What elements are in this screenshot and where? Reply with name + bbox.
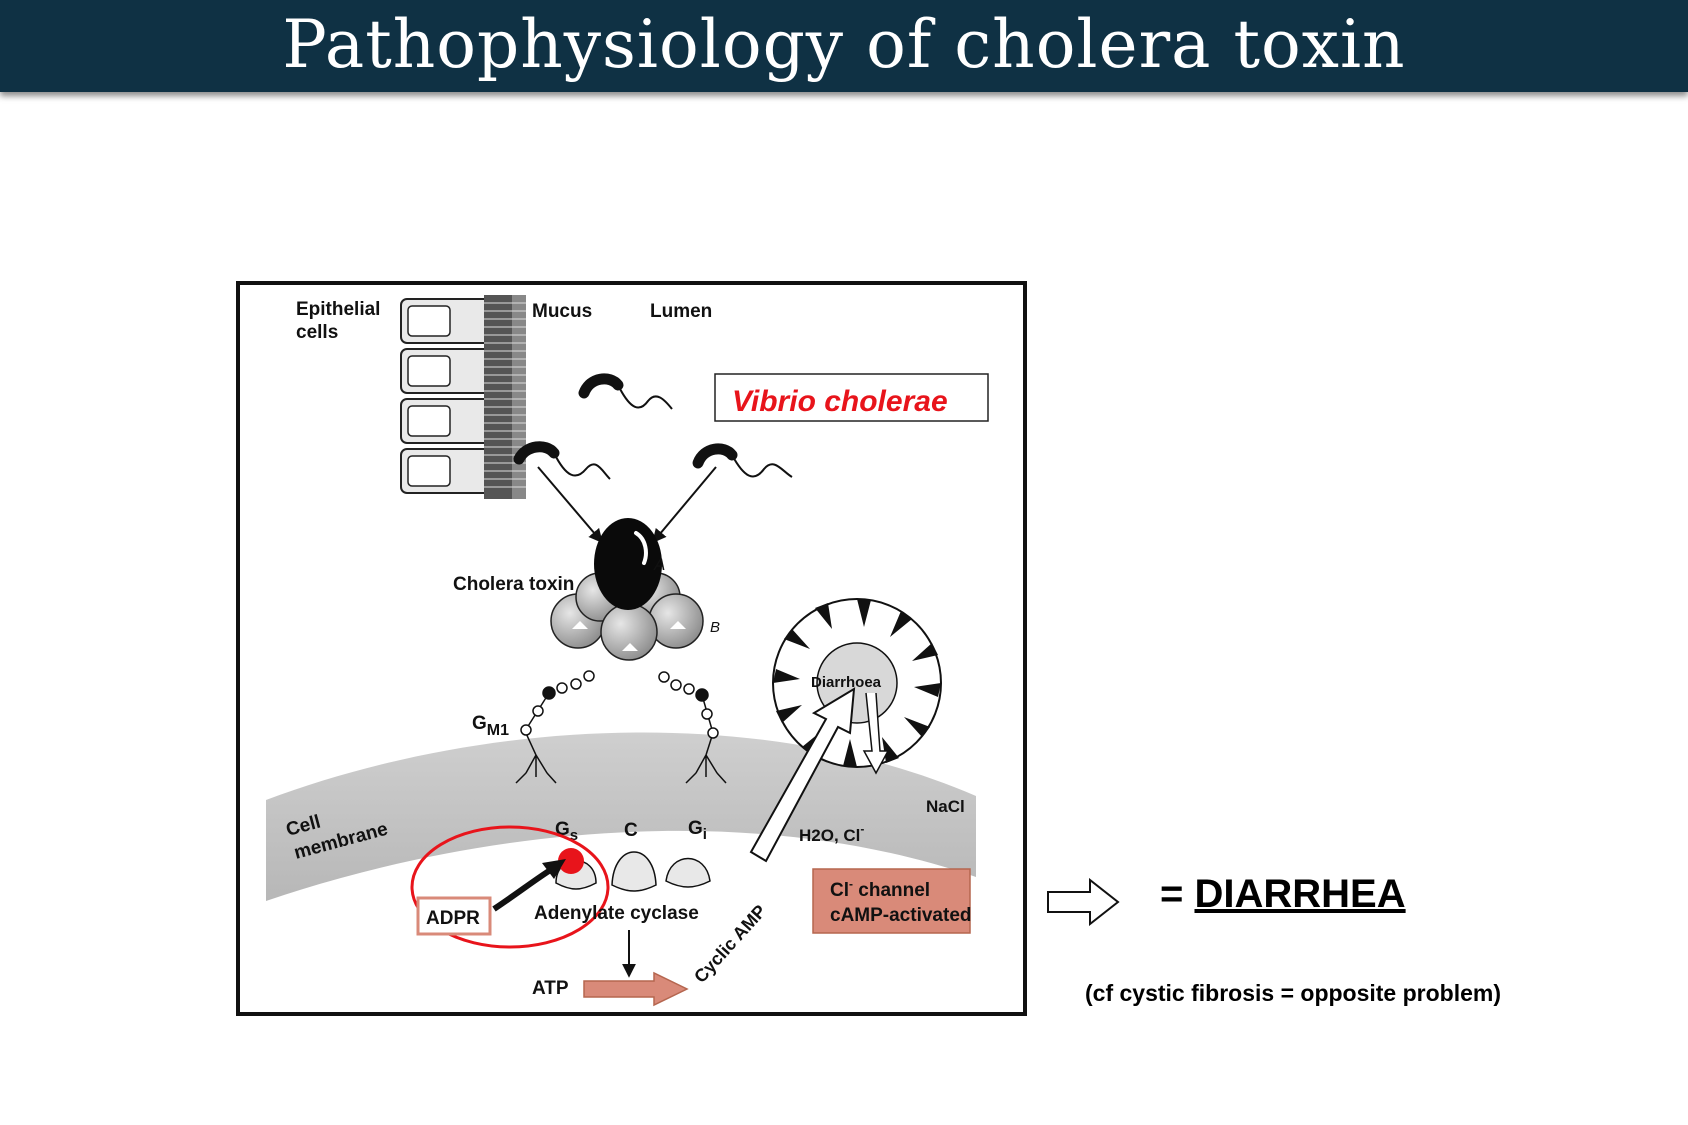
label-h2o-main: H2O, Cl (799, 826, 860, 845)
mucus-layer (484, 295, 526, 499)
nacl-arrow (862, 692, 890, 775)
label-h2o: H2O, Cl- (799, 822, 864, 845)
label-adenylate: Adenylate cyclase (534, 903, 699, 924)
gm1-receptor-icon (515, 670, 595, 784)
vibrio-bacterium-icon (692, 443, 793, 478)
cholera-diagram: Epithelial cells Mucus Lumen Vibrio chol… (236, 281, 1027, 1016)
label-gi-sub: i (703, 826, 707, 843)
label-lumen: Lumen (650, 301, 712, 322)
label-cl-channel: Cl- channel (830, 877, 930, 901)
vibrio-bacterium-icon (513, 441, 611, 480)
result-text: = DIARRHEA (1160, 872, 1406, 917)
label-cl-channel-sup: - (849, 877, 853, 891)
adpr-dot (558, 848, 584, 874)
label-mucus: Mucus (532, 301, 592, 322)
label-epithelial-line1: Epithelial (296, 299, 380, 320)
slide-title: Pathophysiology of cholera toxin (282, 6, 1406, 83)
cyclic-amp-arrow (749, 687, 856, 863)
cl-channel-box (812, 868, 971, 934)
adpr-box (416, 896, 492, 936)
label-gi: Gi (688, 818, 707, 843)
label-epithelial-line2: cells (296, 322, 338, 343)
vibrio-bacterium-icon (578, 373, 673, 410)
adpr-arrow (492, 866, 554, 912)
highlight-ellipse (410, 825, 610, 949)
label-c: C (624, 820, 638, 841)
label-camp-activated: cAMP-activated (830, 905, 972, 926)
result-arrow-icon (1047, 878, 1120, 926)
label-subunit-a: A (653, 555, 665, 574)
label-vibrio: Vibrio cholerae (732, 385, 948, 418)
label-gm1-sub: M1 (487, 722, 509, 739)
label-gi-main: G (688, 818, 703, 839)
cholera-toxin-icon (550, 518, 704, 661)
label-gm1-main: G (472, 713, 487, 734)
label-cl-channel-rest: channel (853, 880, 930, 901)
result-word: DIARRHEA (1194, 872, 1406, 916)
atp-arrow (583, 971, 689, 1007)
label-atp: ATP (532, 978, 569, 999)
vibrio-label-box (714, 373, 989, 422)
label-h2o-sup: - (860, 822, 864, 836)
cholera-figure: Epithelial cells Mucus Lumen Vibrio chol… (236, 281, 1027, 1016)
label-nacl: NaCl (926, 797, 965, 816)
g-protein-icon (555, 851, 711, 892)
label-adpr: ADPR (426, 908, 480, 929)
adpr-arrow-head (542, 859, 566, 879)
result-prefix: = (1160, 872, 1195, 916)
label-cl-channel-main: Cl (830, 880, 849, 901)
label-gm1: GM1 (472, 713, 509, 739)
label-subunit-b: B (710, 619, 720, 636)
arrow-bacterium-to-toxin (537, 466, 603, 544)
arrow-bacterium-to-toxin (652, 466, 717, 544)
epithelial-cells (400, 298, 502, 494)
label-diarrhoea: Diarrhoea (811, 674, 882, 691)
label-gs-sub: s (570, 827, 578, 844)
label-cholera-toxin: Cholera toxin (453, 574, 574, 595)
gm1-receptor-icon (658, 671, 727, 784)
cystic-fibrosis-note: (cf cystic fibrosis = opposite problem) (1085, 980, 1501, 1006)
title-bar: Pathophysiology of cholera toxin (0, 0, 1688, 92)
